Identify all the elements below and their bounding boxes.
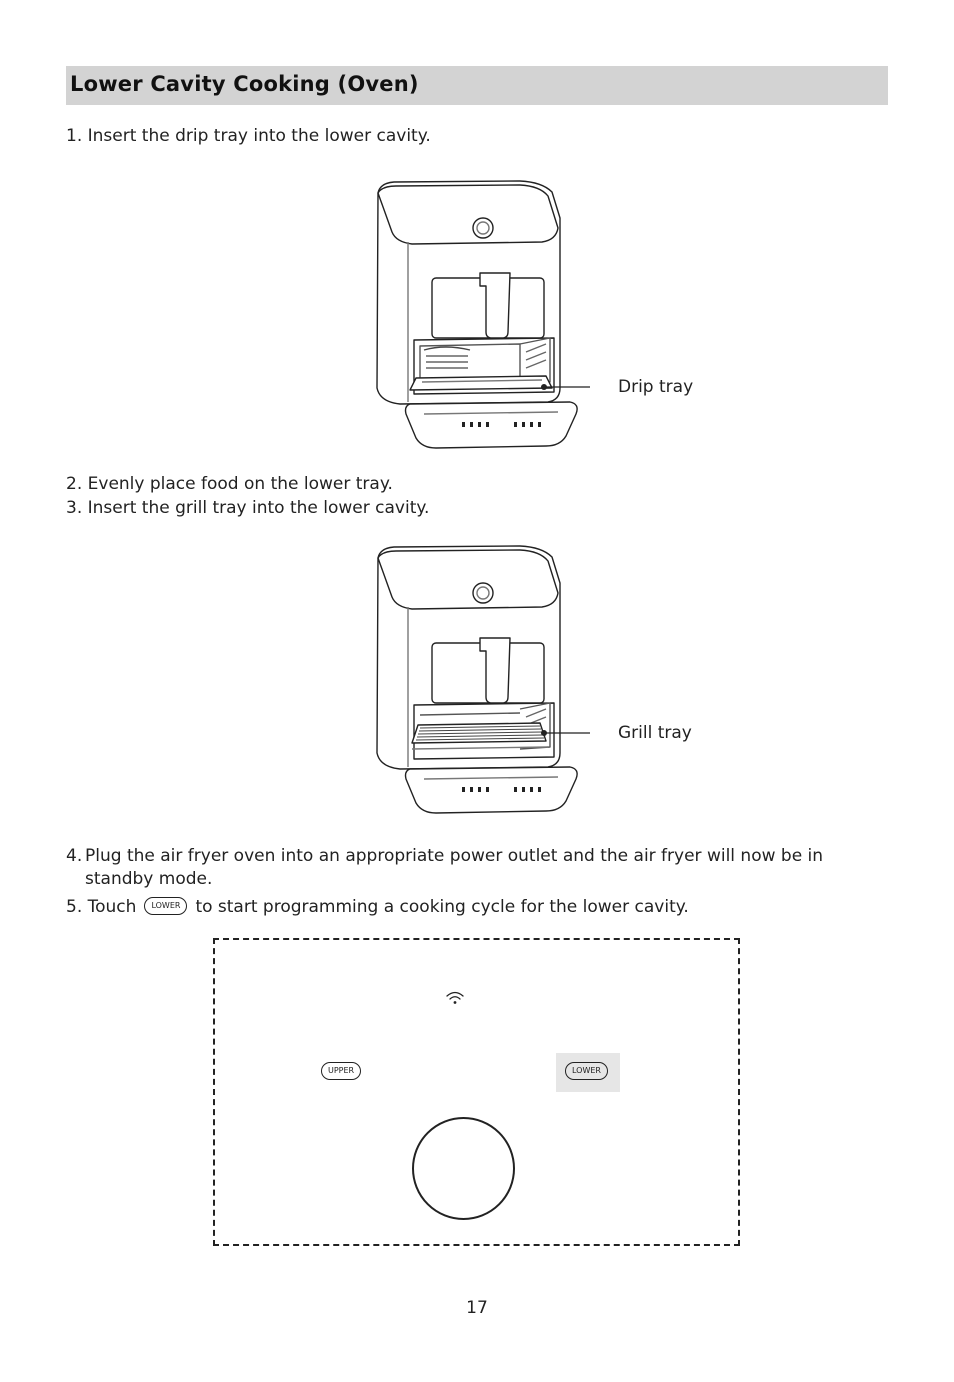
control-panel-diagram: UPPER LOWER: [213, 938, 740, 1246]
step-text: Plug the air fryer oven into an appropri…: [85, 846, 824, 889]
dial-knob[interactable]: [412, 1117, 515, 1220]
section-header: Lower Cavity Cooking (Oven): [66, 66, 888, 105]
step-3: 3. Insert the grill tray into the lower …: [66, 497, 429, 520]
upper-button[interactable]: UPPER: [321, 1062, 362, 1080]
lower-button[interactable]: LOWER: [565, 1062, 608, 1080]
step-text: Insert the drip tray into the lower cavi…: [87, 126, 431, 146]
air-fryer-grill-tray-illustration: [376, 545, 590, 814]
step-number: 5.: [66, 897, 83, 917]
step-text-after: to start programming a cooking cycle for…: [195, 897, 689, 917]
wifi-icon: [446, 991, 464, 1004]
lower-button-icon: LOWER: [144, 896, 188, 915]
step-1: 1. Insert the drip tray into the lower c…: [66, 125, 431, 148]
step-text: Insert the grill tray into the lower cav…: [87, 498, 430, 518]
step-number: 2.: [66, 474, 83, 494]
step-text-before: Touch: [87, 897, 137, 917]
step-number: 4.: [66, 846, 83, 866]
drip-tray-label: Drip tray: [618, 377, 694, 397]
step-text: Evenly place food on the lower tray.: [87, 474, 393, 494]
step-number: 1.: [66, 126, 83, 146]
step-number: 3.: [66, 498, 83, 518]
step-5: 5. Touch LOWER to start programming a cook…: [66, 896, 689, 919]
air-fryer-drip-tray-illustration: [376, 180, 590, 449]
step-2: 2. Evenly place food on the lower tray.: [66, 473, 393, 496]
step-4: 4. Plug the air fryer oven into an appro…: [66, 845, 888, 891]
page-number: 17: [466, 1298, 488, 1318]
section-title: Lower Cavity Cooking (Oven): [70, 72, 419, 96]
grill-tray-label: Grill tray: [618, 723, 692, 743]
